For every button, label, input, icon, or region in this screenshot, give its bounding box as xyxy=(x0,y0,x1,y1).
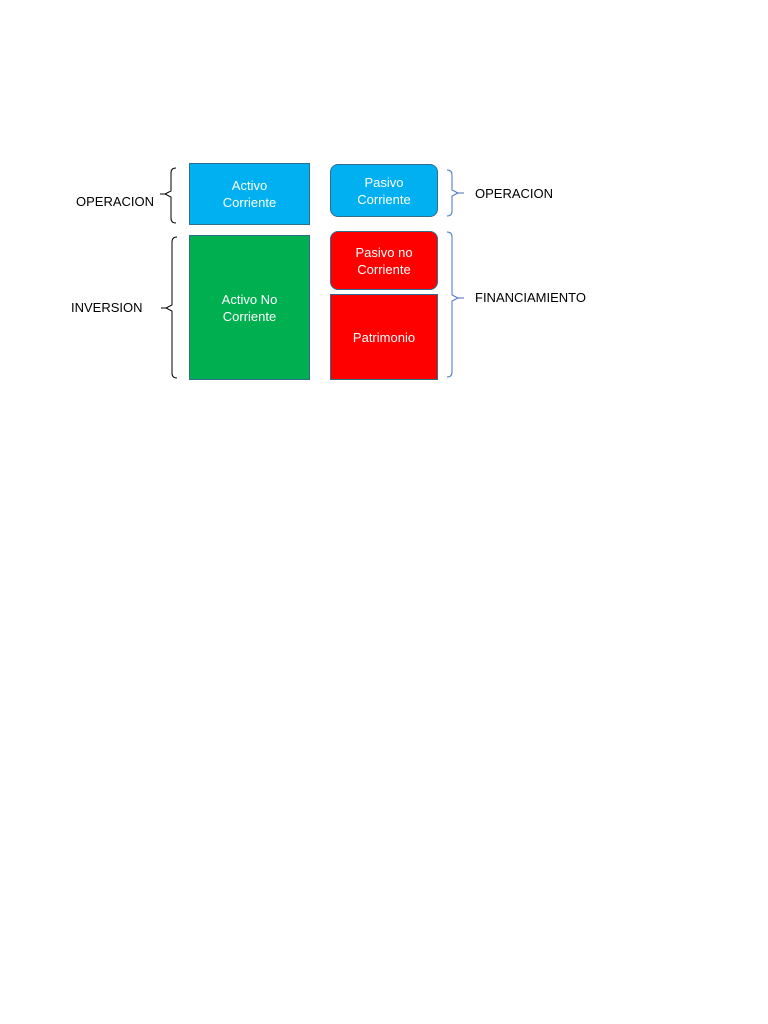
pasivo-no-corriente-box: Pasivo no Corriente xyxy=(330,231,438,290)
activo-corriente-box: Activo Corriente xyxy=(189,163,310,225)
patrimonio-box: Patrimonio xyxy=(330,294,438,380)
pasivo-corriente-box: Pasivo Corriente xyxy=(330,164,438,217)
right-bottom-brace xyxy=(446,231,460,378)
left-label-operacion: OPERACION xyxy=(76,194,155,209)
activo-no-corriente-box: Activo No Corriente xyxy=(189,235,310,380)
right-label-financiamiento: FINANCIAMIENTO xyxy=(475,290,586,305)
left-bottom-brace xyxy=(164,236,178,379)
right-label-operacion: OPERACION xyxy=(475,186,554,201)
right-top-brace xyxy=(446,169,460,217)
left-top-brace xyxy=(163,167,177,224)
left-label-inversion: INVERSION xyxy=(71,300,143,315)
